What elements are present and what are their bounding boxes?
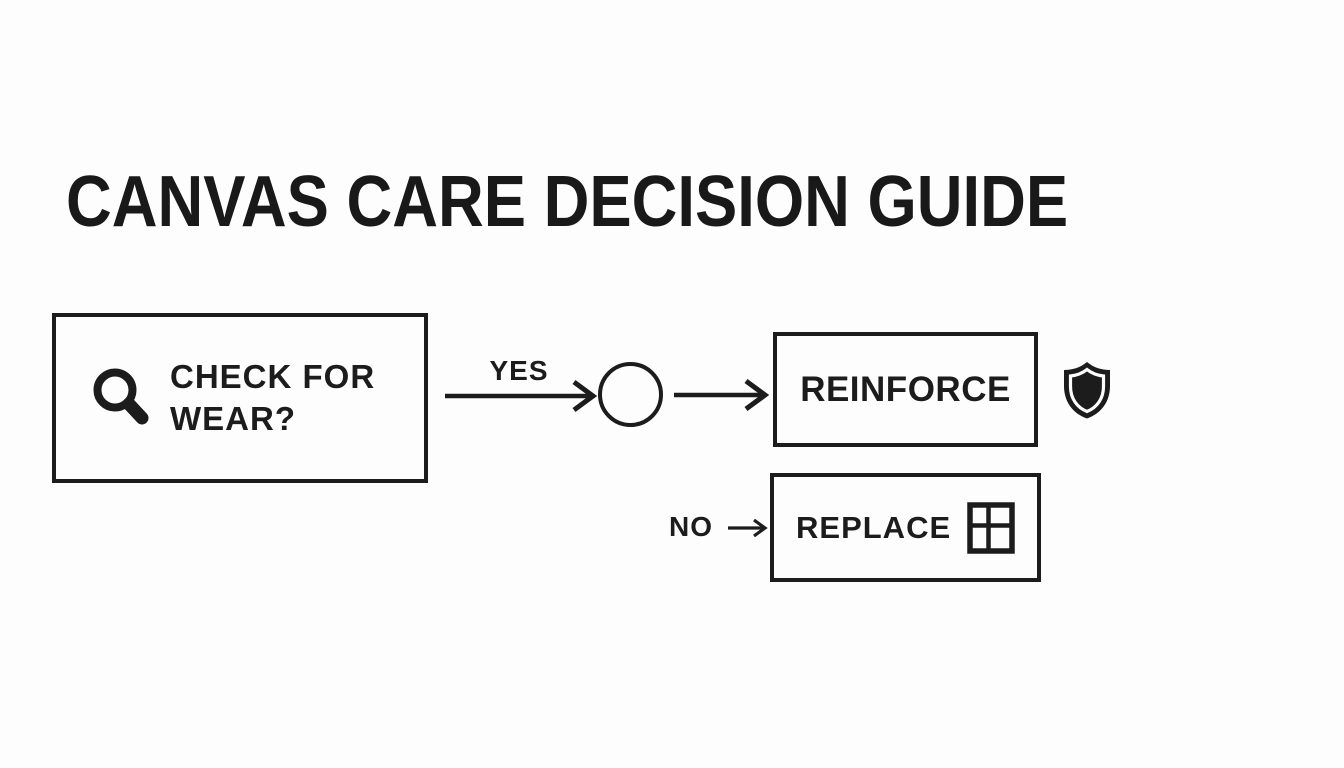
no-branch-label: NO [669, 511, 713, 542]
outcome-node-reinforce: REINFORCE [773, 332, 1038, 447]
magnifier-icon [93, 368, 149, 425]
replace-node-label: REPLACE [796, 509, 952, 545]
outcome-node-replace: REPLACE [770, 473, 1041, 582]
junction-circle-node [598, 362, 663, 427]
reinforce-arrow-connector [674, 378, 770, 412]
decision-node-label: CHECK FOR WEAR? [170, 358, 376, 437]
shield-icon [1064, 362, 1110, 419]
yes-arrow-connector [445, 379, 598, 413]
yes-branch-label: YES [489, 355, 549, 386]
decision-node-check-for-wear: CHECK FOR WEAR? [52, 313, 428, 483]
page-title: CANVAS CARE DECISION GUIDE [66, 162, 1069, 242]
window-grid-icon [967, 501, 1015, 554]
no-arrow-connector [728, 518, 768, 538]
reinforce-node-label: REINFORCE [800, 369, 1011, 409]
